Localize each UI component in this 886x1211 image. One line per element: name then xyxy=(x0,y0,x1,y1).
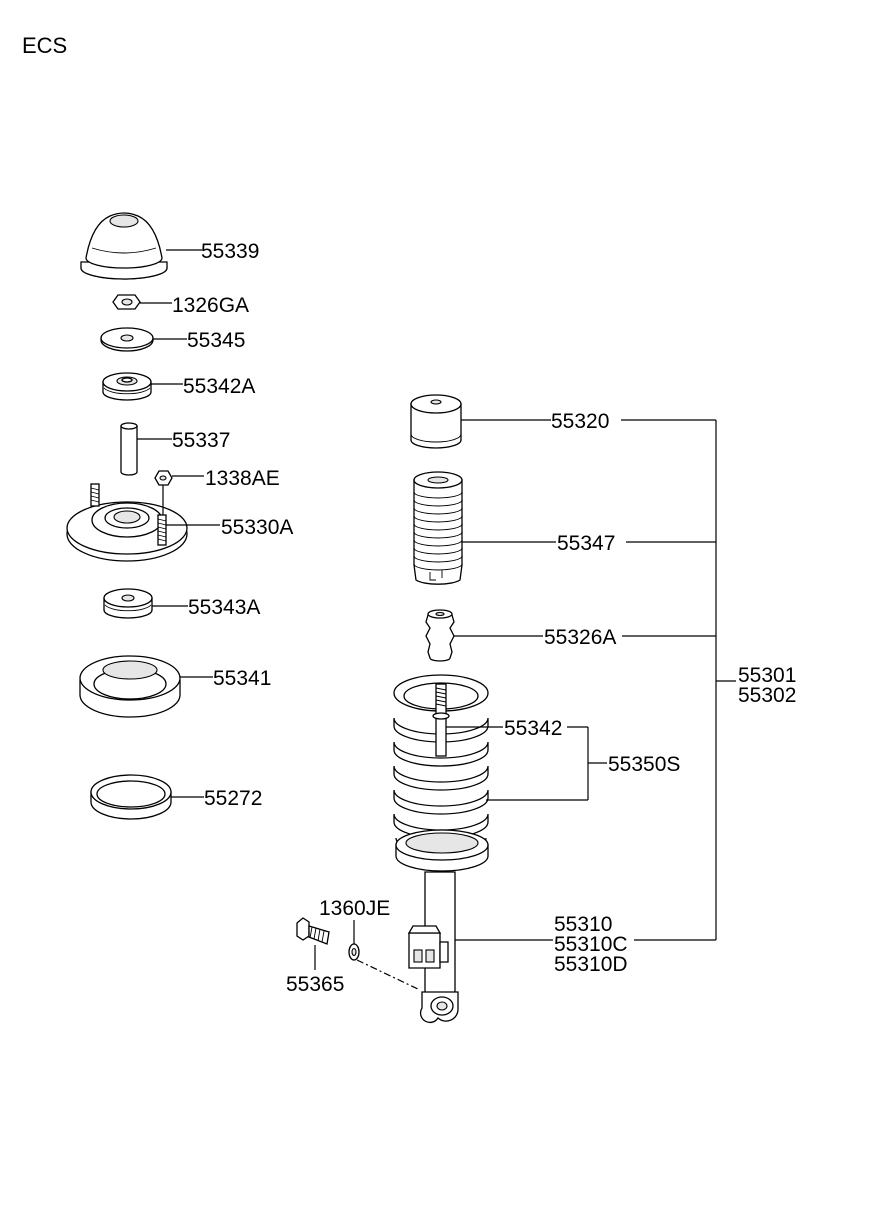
part-1338AE-nut xyxy=(154,470,173,515)
label-55350S: 55350S xyxy=(608,753,680,776)
leader-lines xyxy=(137,249,736,970)
part-55347-boot xyxy=(413,471,463,585)
label-55326A: 55326A xyxy=(544,626,616,649)
label-55320: 55320 xyxy=(551,410,609,433)
label-1360JE: 1360JE xyxy=(319,897,390,920)
part-55365-bolt xyxy=(296,917,330,945)
diagram-title: ECS xyxy=(22,33,67,58)
part-55337-spacer xyxy=(120,422,138,476)
label-1338AE: 1338AE xyxy=(205,467,280,490)
part-1326GA-nut xyxy=(112,294,141,310)
part-55310-shock xyxy=(407,871,459,1024)
part-55339-cap xyxy=(80,212,168,280)
label-55343A: 55343A xyxy=(188,596,260,619)
label-55342A: 55342A xyxy=(183,375,255,398)
label-55365: 55365 xyxy=(286,973,344,996)
label-55345: 55345 xyxy=(187,329,245,352)
label-55301: 55301 xyxy=(738,664,796,687)
label-1326GA: 1326GA xyxy=(172,294,249,317)
part-1360JE-washer xyxy=(348,943,360,961)
part-55320-cap xyxy=(410,394,462,449)
part-55342-rod xyxy=(432,683,450,757)
part-55345-washer xyxy=(100,327,154,352)
label-55310: 55310 xyxy=(554,913,612,936)
part-55343A-bushing xyxy=(103,588,153,619)
part-55342A-bushing xyxy=(102,372,152,401)
label-55330A: 55330A xyxy=(221,516,293,539)
label-55337: 55337 xyxy=(172,429,230,452)
label-55310D: 55310D xyxy=(554,953,628,976)
label-55342: 55342 xyxy=(504,717,562,740)
label-55302: 55302 xyxy=(738,684,796,707)
part-55326A-bumper xyxy=(425,609,455,662)
label-55347: 55347 xyxy=(557,532,615,555)
part-55341-seat xyxy=(79,655,181,718)
label-55341: 55341 xyxy=(213,667,271,690)
part-55330A-mount xyxy=(66,483,188,562)
label-55310C: 55310C xyxy=(554,933,628,956)
part-55272-ring xyxy=(90,774,172,820)
install-line xyxy=(356,959,421,991)
label-55339: 55339 xyxy=(201,240,259,263)
label-55272: 55272 xyxy=(204,787,262,810)
